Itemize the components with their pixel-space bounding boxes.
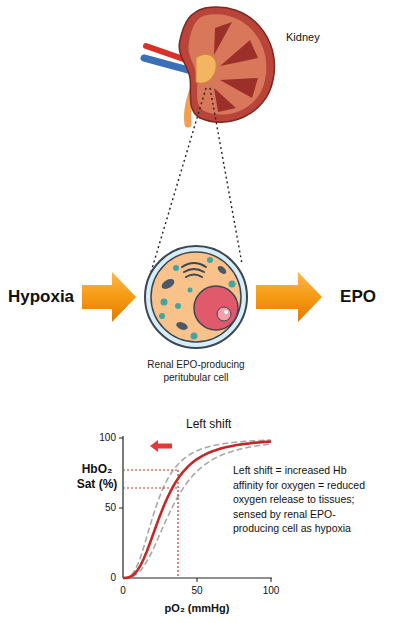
vesicle [175, 303, 181, 309]
renal-pelvis [196, 54, 216, 83]
nucleolus-highlight [224, 310, 228, 314]
kidney-illustration [144, 7, 275, 124]
vesicle [191, 333, 198, 340]
y-axis [122, 436, 123, 578]
mitochondrion [216, 264, 228, 275]
cell-membrane [145, 246, 247, 348]
axis-title: HbO₂ Sat (%) [72, 462, 122, 492]
axis-title: pO₂ (mmHg) [137, 601, 257, 615]
tick-mark [197, 578, 198, 582]
vesicle [229, 281, 236, 288]
node-text: Hypoxia [8, 287, 74, 307]
renal-pyramid [214, 88, 236, 112]
kidney-capsule [179, 7, 274, 122]
mitochondrion [175, 321, 189, 332]
tick-mark [119, 508, 123, 509]
stimulus-node: Hypoxia [0, 282, 82, 312]
renal-pyramid [220, 40, 258, 66]
vesicle [173, 265, 179, 271]
tick-label: 100 [86, 431, 116, 444]
cell-caption: Renal EPO-producing peritubular cell [136, 358, 256, 384]
golgi [182, 263, 206, 277]
shift-arrow [150, 440, 172, 452]
organ-label: Kidney [286, 30, 346, 44]
cell-illustration [136, 240, 256, 354]
tick-mark [271, 578, 272, 582]
cell-node: Renal EPO-producing peritubular cell [136, 240, 256, 384]
tick-label: 100 [256, 584, 286, 597]
vesicle [207, 257, 213, 263]
renal-pyramid [214, 22, 232, 55]
output-node: EPO [322, 282, 394, 312]
zoom-line [210, 88, 242, 264]
nucleus [194, 286, 238, 330]
guide-line [177, 470, 178, 578]
tick-mark [119, 438, 123, 439]
block-arrow [256, 272, 322, 322]
vesicle [188, 288, 193, 293]
vesicle [159, 313, 165, 319]
tick-label: 50 [187, 584, 207, 597]
node-text: EPO [340, 287, 376, 307]
tick-label: 0 [86, 571, 116, 584]
guide-line [123, 469, 178, 470]
nucleolus [217, 307, 231, 321]
tick-label: 50 [86, 501, 116, 514]
shift-label: Left shift [186, 416, 266, 432]
guide-line [123, 487, 178, 488]
renal-pyramid [220, 78, 258, 98]
kidney-cortex [188, 14, 266, 114]
tick-label: 0 [113, 584, 133, 597]
block-arrow [82, 272, 136, 322]
annotation-note: Left shift = increased Hb affinity for o… [233, 463, 375, 536]
cytoplasm [151, 252, 241, 342]
mitochondrion [160, 277, 176, 291]
vesicle [161, 299, 168, 306]
